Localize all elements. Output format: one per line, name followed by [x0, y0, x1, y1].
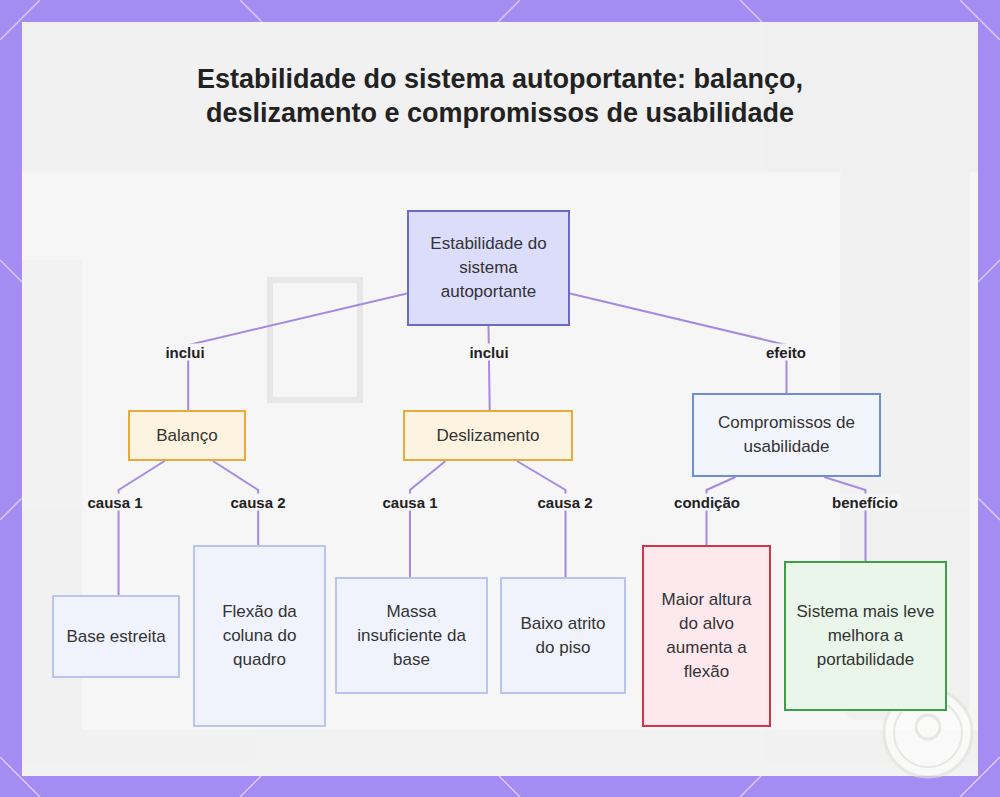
node-text: Deslizamento [437, 424, 540, 448]
connector-line [707, 477, 736, 545]
cause-box: Massa insuficiente da base [335, 577, 488, 694]
node-text: Baixo atrito do piso [510, 612, 616, 660]
edge-label: causa 1 [379, 494, 440, 511]
node-text: Estabilidade do sistema autoportante [417, 232, 560, 304]
cause-box: Base estreita [52, 595, 180, 678]
edge-label: condição [671, 494, 743, 511]
connector-line [119, 461, 165, 595]
connector-line [410, 461, 446, 577]
node-text: Maior altura do alvo aumenta a flexão [652, 588, 761, 684]
edge-label: causa 2 [227, 494, 288, 511]
root-box: Estabilidade do sistema autoportante [407, 210, 570, 326]
cause-box: Baixo atrito do piso [500, 577, 626, 694]
edge-label: inclui [466, 344, 511, 361]
category-box: Compromissos de usabilidade [692, 393, 881, 477]
node-text: Compromissos de usabilidade [702, 411, 871, 459]
node-text: Massa insuficiente da base [345, 600, 478, 672]
category-box: Deslizamento [403, 410, 573, 461]
connector-line [570, 294, 787, 393]
connector-line [188, 294, 407, 410]
benefit-box: Sistema mais leve melhora a portabilidad… [784, 561, 947, 711]
connector-line [517, 461, 566, 577]
node-text: Sistema mais leve melhora a portabilidad… [794, 600, 937, 672]
node-text: Base estreita [66, 625, 165, 649]
blurred-photo [22, 22, 978, 776]
cause-box: Flexão da coluna do quadro [193, 545, 326, 727]
edge-label: inclui [162, 344, 207, 361]
condition-box: Maior altura do alvo aumenta a flexão [642, 545, 771, 727]
node-text: Balanço [156, 424, 217, 448]
connector-line [489, 326, 490, 410]
node-text: Flexão da coluna do quadro [203, 600, 316, 672]
canvas-panel [22, 22, 978, 776]
edge-label: efeito [763, 344, 809, 361]
edge-label: benefício [829, 494, 901, 511]
diagram-title: Estabilidade do sistema autoportante: ba… [170, 62, 830, 130]
edge-label: causa 2 [534, 494, 595, 511]
connector-line [824, 477, 865, 561]
category-box: Balanço [128, 410, 246, 461]
edge-label: causa 1 [84, 494, 145, 511]
